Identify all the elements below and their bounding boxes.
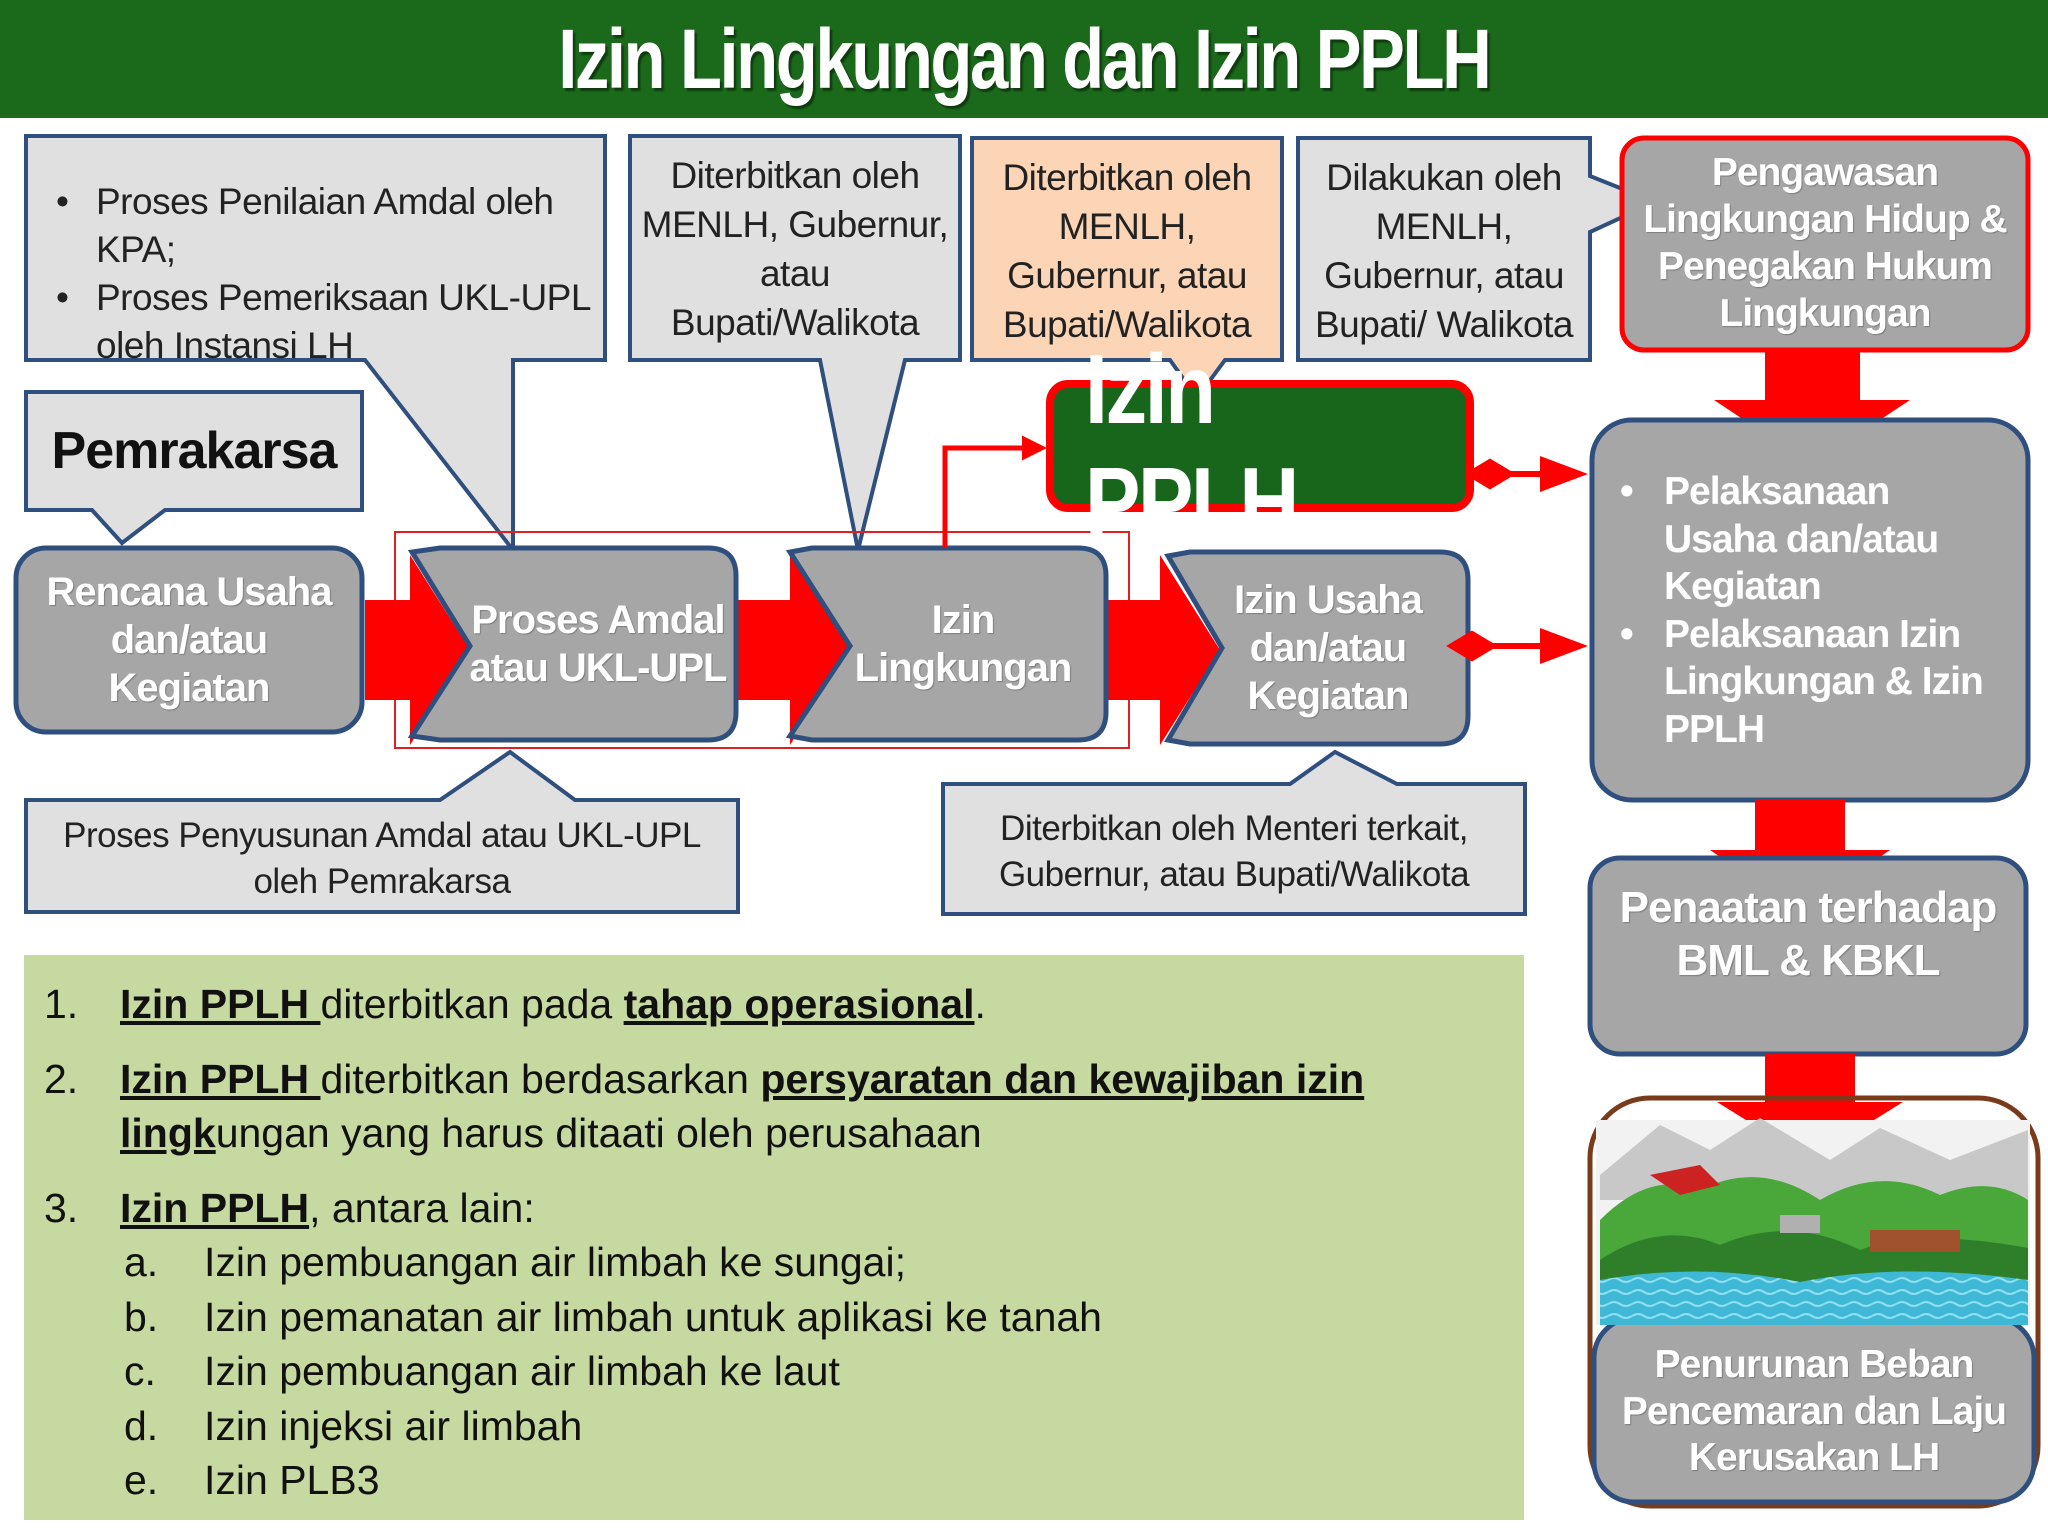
arrow-plan-to-amdal xyxy=(365,555,470,745)
note-1: 1. Izin PPLH diterbitkan pada tahap oper… xyxy=(44,981,986,1027)
callout-drafting xyxy=(24,749,740,914)
box-reduction-frame xyxy=(1587,1095,2041,1509)
page-title: Izin Lingkungan dan Izin PPLH xyxy=(558,11,1492,106)
callout-issued-env-permit-text: Diterbitkan oleh MENLH, Gubernur, atau B… xyxy=(641,155,949,343)
callout-issued-env-permit xyxy=(628,134,962,551)
callout-issued-pplh-text: Diterbitkan oleh MENLH, Gubernur, atau B… xyxy=(1002,157,1252,345)
supervision-label: Pengawasan Lingkungan Hidup & Penegakan … xyxy=(1643,151,2007,335)
arrowhead-business xyxy=(1540,628,1588,664)
sublist-item: d.Izin injeksi air limbah xyxy=(124,1402,583,1449)
arrow-compliance-down xyxy=(1717,1054,1903,1160)
sublist-item: a.Izin pembuangan air limbah ke sungai; xyxy=(124,1239,906,1286)
arrow-pplh-to-implementation xyxy=(1464,458,1540,490)
flow-env-permit-label: Izin Lingkungan xyxy=(854,598,1073,690)
arrow-amdal-to-permit xyxy=(736,555,850,745)
note-3-sublist: a.Izin pembuangan air limbah ke sungai; … xyxy=(44,1235,1500,1508)
flow-pplh-label-wrap: Izin PPLH xyxy=(1054,334,1466,557)
callout-pemrakarsa xyxy=(24,390,364,546)
arrow-permit-to-pplh xyxy=(942,435,1047,548)
assessment-item-amdal: Proses Penilaian Amdal oleh KPA; xyxy=(40,178,600,274)
title-bar: Izin Lingkungan dan Izin PPLH xyxy=(0,0,2048,118)
callout-conducted-by-text: Dilakukan oleh MENLH, Gubernur, atau Bup… xyxy=(1315,157,1573,345)
callout-issued-pplh xyxy=(970,136,1284,402)
callout-assessment-text: Proses Penilaian Amdal oleh KPA; Proses … xyxy=(40,178,600,370)
box-amdal xyxy=(407,545,739,743)
callout-drafting-text: Proses Penyusunan Amdal atau UKL-UPL ole… xyxy=(63,815,701,901)
implementation-item-business: Pelaksanaan Usaha dan/atau Kegiatan xyxy=(1600,468,2024,611)
note-3: 3. Izin PPLH, antara lain: xyxy=(44,1184,535,1231)
box-plan xyxy=(13,545,365,735)
note-2: 2. Izin PPLH diterbitkan berdasarkan per… xyxy=(44,1055,1365,1157)
box-env-permit xyxy=(785,545,1109,743)
sublist-item: c.Izin pembuangan air limbah ke laut xyxy=(124,1348,840,1395)
flow-business-permit-label: Izin Usaha dan/atau Kegiatan xyxy=(1234,578,1423,718)
arrow-supervision-down xyxy=(1714,350,1910,465)
arrow-permit-to-business xyxy=(1105,555,1220,745)
sublist-item: e.Izin PLB3 xyxy=(124,1457,380,1504)
sublist-item: b.Izin pemanatan air limbah untuk aplika… xyxy=(124,1293,1102,1340)
pemrakarsa-label: Pemrakarsa xyxy=(51,422,338,480)
landscape-image xyxy=(1596,1118,2030,1325)
flow-amdal-label: Proses Amdal atau UKL-UPL xyxy=(469,598,728,690)
flow-pplh-label: Izin PPLH xyxy=(1084,334,1300,557)
arrowhead-pplh xyxy=(1540,456,1588,492)
box-pplh xyxy=(1046,380,1474,512)
reduction-label: Penurunan Beban Pencemaran dan Laju Keru… xyxy=(1621,1342,2007,1480)
box-business-permit xyxy=(1164,549,1471,747)
arrow-business-to-implementation xyxy=(1446,630,1540,662)
callout-issued-business-text: Diterbitkan oleh Menteri terkait, Gubern… xyxy=(998,808,1470,894)
implementation-item-permits: Pelaksanaan Izin Lingkungan & Izin PPLH xyxy=(1600,611,2024,754)
callout-issued-business xyxy=(941,749,1527,916)
implementation-list: Pelaksanaan Usaha dan/atau Kegiatan Pela… xyxy=(1600,468,2024,753)
flow-plan-label: Rencana Usaha dan/atau Kegiatan xyxy=(46,570,333,710)
notes-panel: 1. Izin PPLH diterbitkan pada tahap oper… xyxy=(24,955,1524,1520)
assessment-item-ukl-upl: Proses Pemeriksaan UKL-UPL oleh Instansi… xyxy=(40,274,600,370)
callout-pemrakarsa-text: Pemrakarsa xyxy=(26,392,362,510)
compliance-label: Penaatan terhadap BML & KBKL xyxy=(1619,883,1998,985)
